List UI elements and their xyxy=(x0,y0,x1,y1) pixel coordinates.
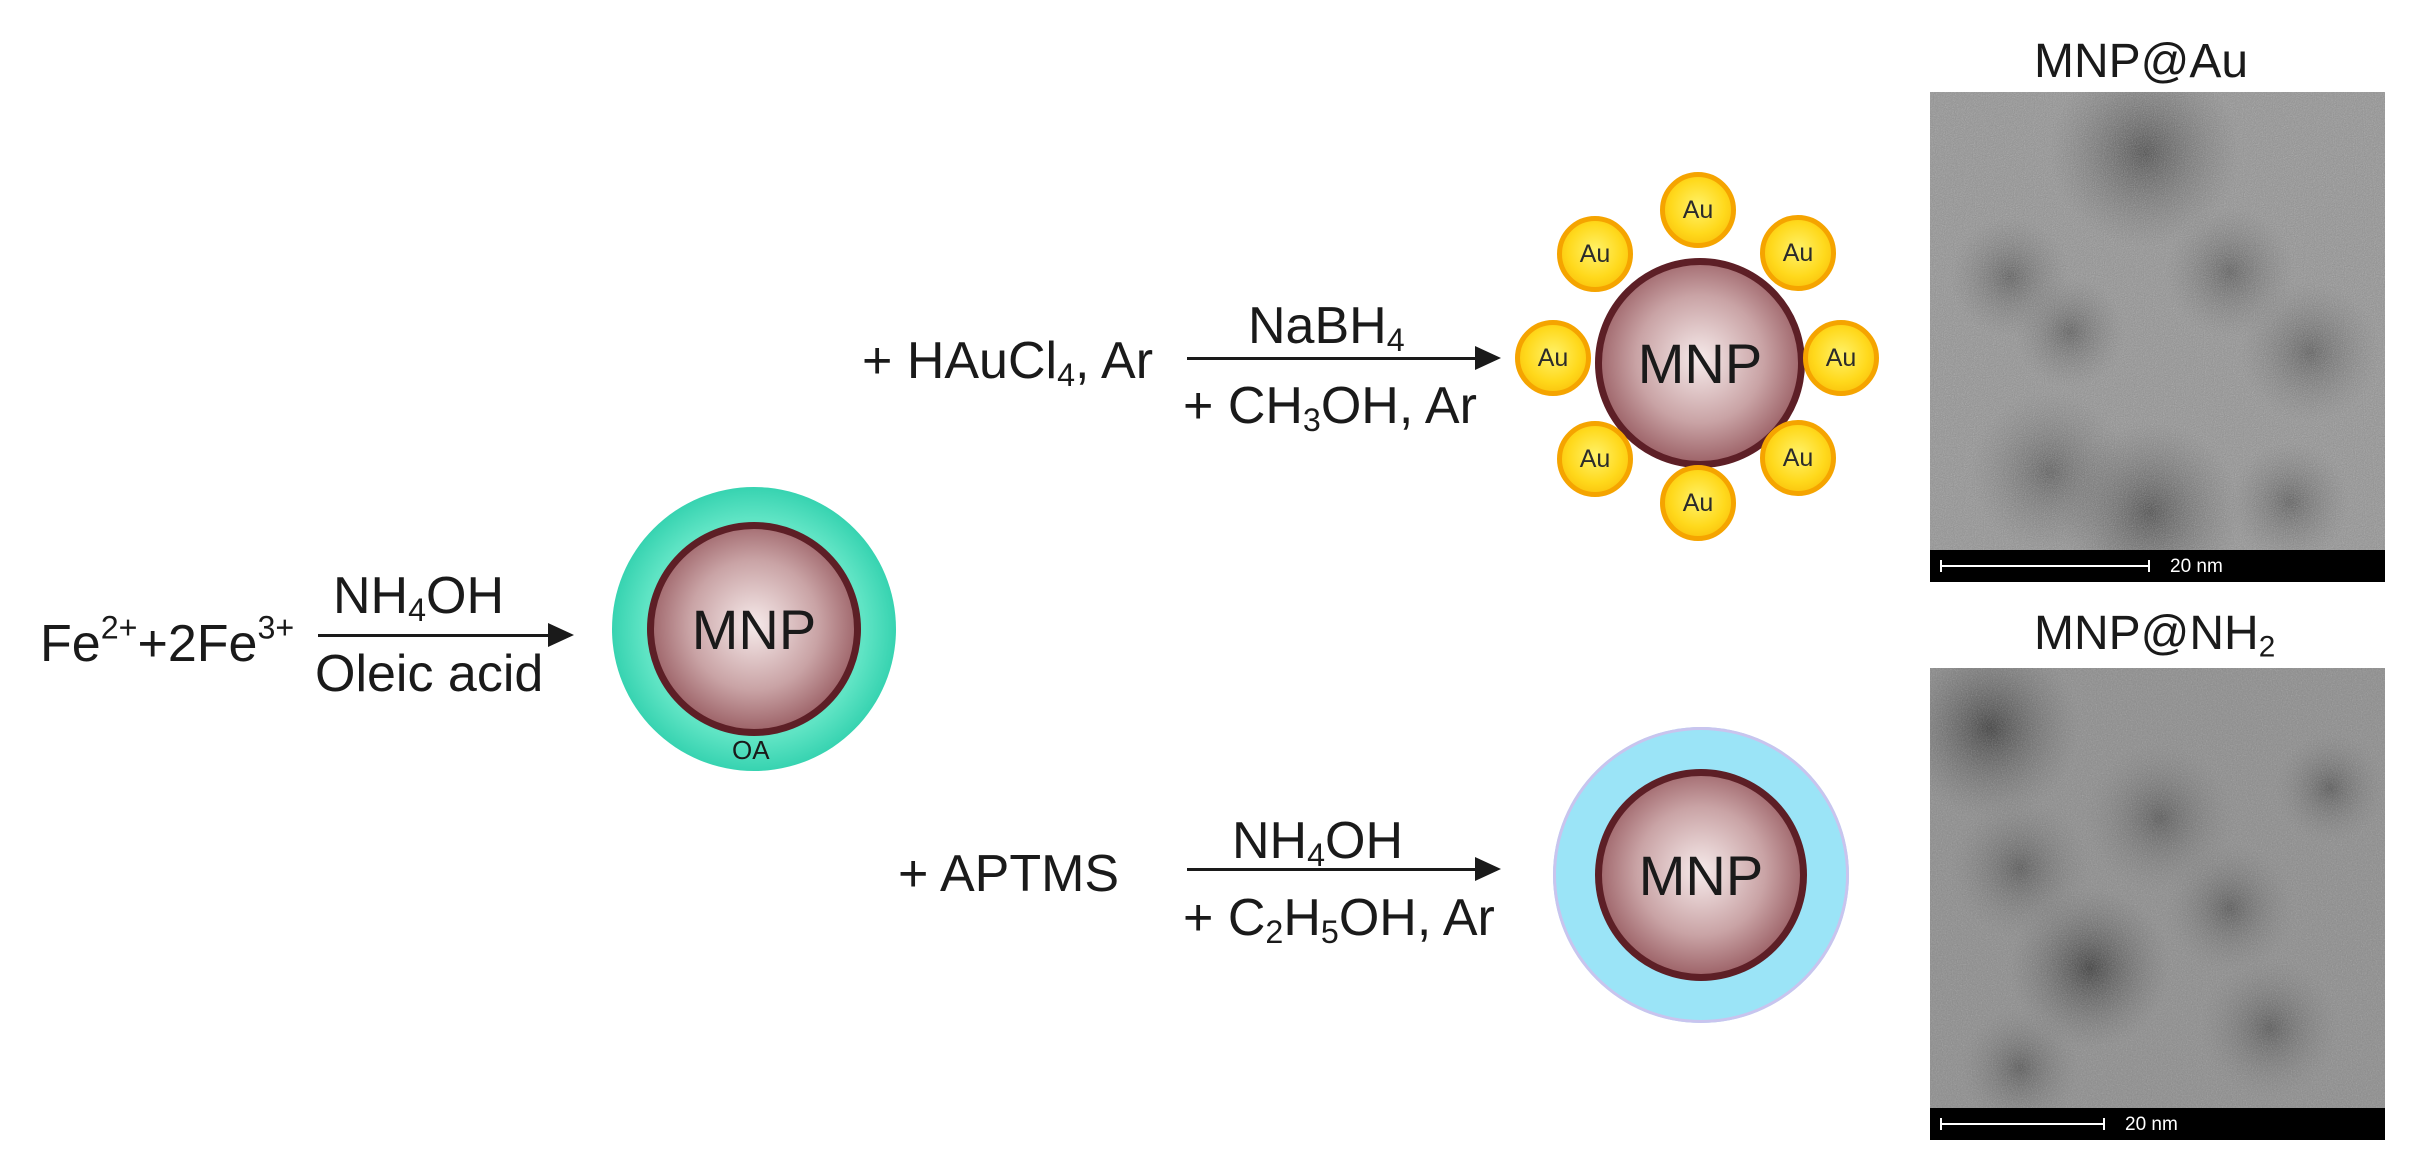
step1-reagent-bottom: Oleic acid xyxy=(315,645,544,703)
tem-micrograph-gold: 20 nm xyxy=(1930,92,2385,582)
lower-reagent-top: NH4OH xyxy=(1232,812,1404,874)
scale-bar-label: 20 nm xyxy=(2125,1114,2178,1135)
upper-reagent-top: NaBH4 xyxy=(1248,297,1405,359)
tem-bottom-title: MNP@NH2 xyxy=(2034,607,2276,664)
tem-texture xyxy=(1930,668,2385,1140)
scale-bar-line xyxy=(1940,565,2150,567)
precursor-ions: Fe2++2Fe3+ xyxy=(40,609,295,673)
gold-nanoparticle: Au xyxy=(1515,320,1591,396)
mnp-gold-particle: MNP Au Au Au Au Au Au Au Au xyxy=(1505,168,1895,558)
scale-bar-tick xyxy=(1940,560,1942,572)
lower-reagent-bottom: + C2H5OH, Ar xyxy=(1183,889,1495,951)
gold-nanoparticle: Au xyxy=(1803,320,1879,396)
mnp-core: MNP xyxy=(1595,769,1807,981)
gold-nanoparticle: Au xyxy=(1557,216,1633,292)
mnp-core: MNP xyxy=(647,522,861,736)
tem-texture xyxy=(1930,92,2385,582)
gold-nanoparticle: Au xyxy=(1660,172,1736,248)
step1-reagent-top: NH4OH xyxy=(333,567,505,629)
oa-label: OA xyxy=(732,735,770,765)
amine-coated-nanoparticle: MNP xyxy=(1553,727,1849,1023)
lower-arrow xyxy=(1187,857,1501,881)
gold-nanoparticle: Au xyxy=(1760,215,1836,291)
lower-reagent: + APTMS xyxy=(898,845,1120,903)
gold-nanoparticle: Au xyxy=(1557,421,1633,497)
tem-top-title: MNP@Au xyxy=(2034,35,2249,88)
gold-nanoparticle: Au xyxy=(1760,420,1836,496)
step1-arrow xyxy=(318,623,574,647)
upper-reagent-bottom: + CH3OH, Ar xyxy=(1183,377,1477,439)
scale-bar-label: 20 nm xyxy=(2170,556,2223,577)
upper-arrow xyxy=(1187,346,1501,370)
tem-micrograph-amine: 20 nm xyxy=(1930,668,2385,1140)
scale-bar-tick xyxy=(2103,1118,2105,1130)
scale-bar: 20 nm xyxy=(1930,1108,2385,1140)
scale-bar-line xyxy=(1940,1123,2105,1125)
scale-bar-tick xyxy=(2148,560,2150,572)
gold-nanoparticle: Au xyxy=(1660,465,1736,541)
oa-coated-nanoparticle: MNP OA xyxy=(612,487,896,771)
mnp-core: MNP xyxy=(1595,258,1805,468)
scale-bar-tick xyxy=(1940,1118,1942,1130)
scale-bar: 20 nm xyxy=(1930,550,2385,582)
upper-reagent: + HAuCl4, Ar xyxy=(862,332,1154,394)
